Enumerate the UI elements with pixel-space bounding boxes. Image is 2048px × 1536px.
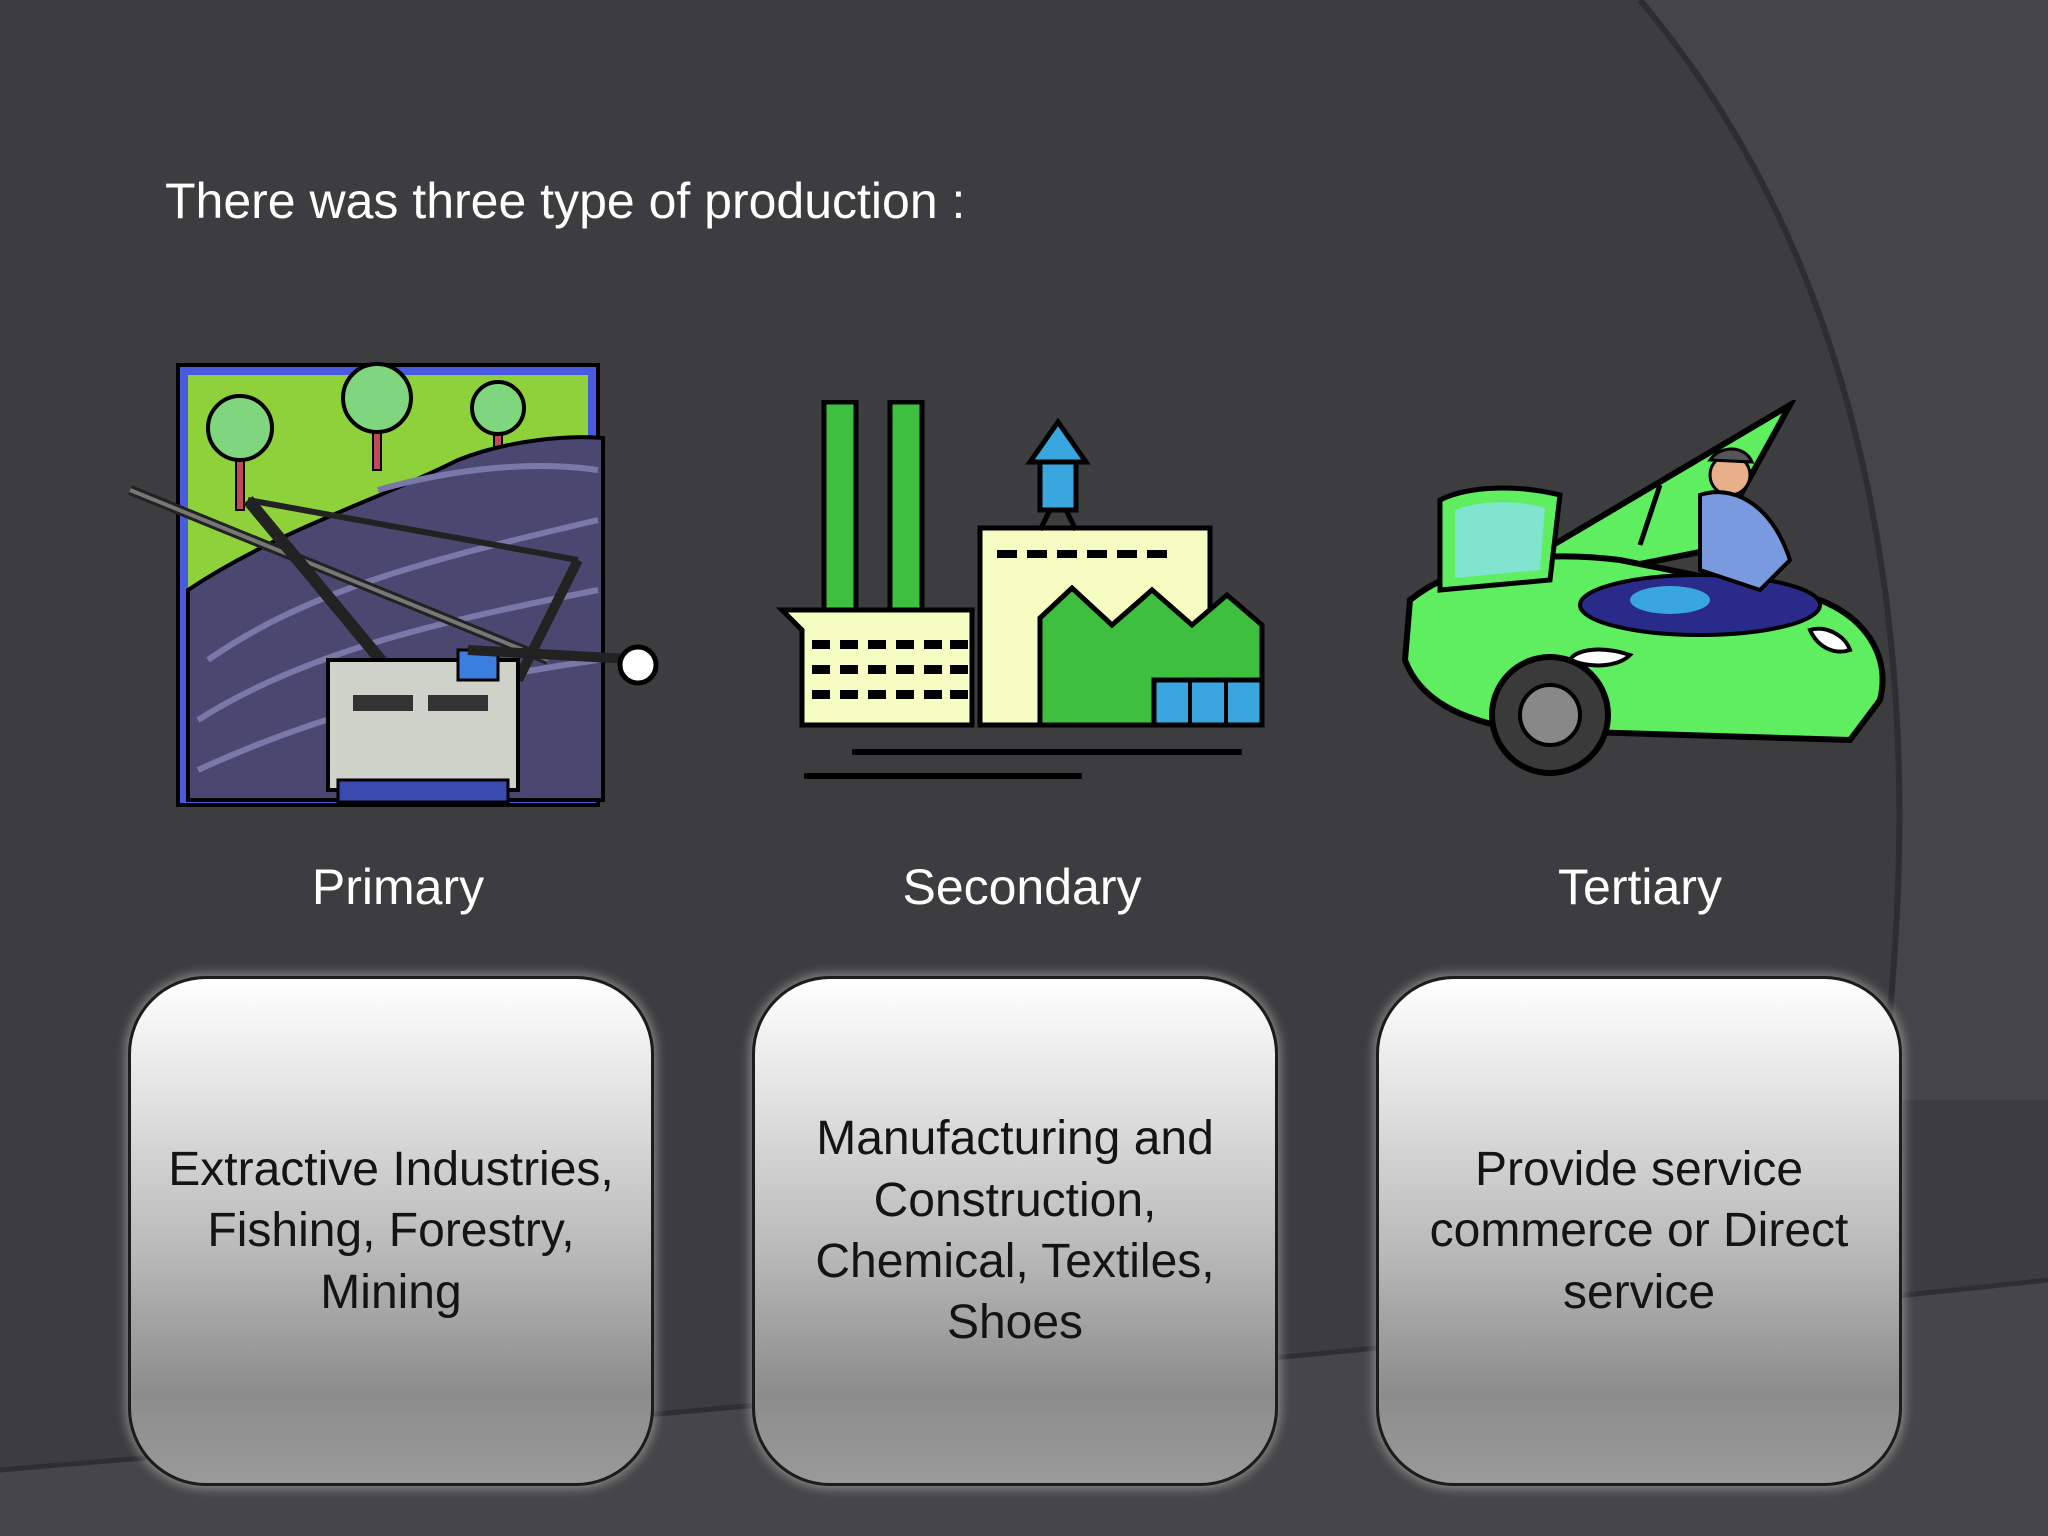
mining-excavator-icon bbox=[128, 362, 659, 807]
tree-icon bbox=[341, 362, 413, 471]
secondary-description: Manufacturing and Construction, Chemical… bbox=[815, 1112, 1215, 1350]
secondary-description-box: Manufacturing and Construction, Chemical… bbox=[752, 976, 1278, 1486]
tertiary-description-box: Provide service commerce or Direct servi… bbox=[1376, 976, 1902, 1486]
car-mechanic-icon bbox=[1401, 400, 1886, 776]
factory-icon bbox=[775, 400, 1265, 779]
label-secondary: Secondary bbox=[902, 859, 1142, 915]
primary-description: Extractive Industries, Fishing, Forestry… bbox=[168, 1142, 614, 1319]
tree-icon bbox=[470, 380, 526, 467]
label-tertiary: Tertiary bbox=[1558, 859, 1722, 915]
tree-icon bbox=[206, 394, 274, 511]
primary-description-box: Extractive Industries, Fishing, Forestry… bbox=[128, 976, 654, 1486]
tertiary-description: Provide service commerce or Direct servi… bbox=[1429, 1142, 1849, 1319]
slide-title: There was three type of production : bbox=[165, 173, 966, 229]
label-primary: Primary bbox=[311, 859, 485, 915]
